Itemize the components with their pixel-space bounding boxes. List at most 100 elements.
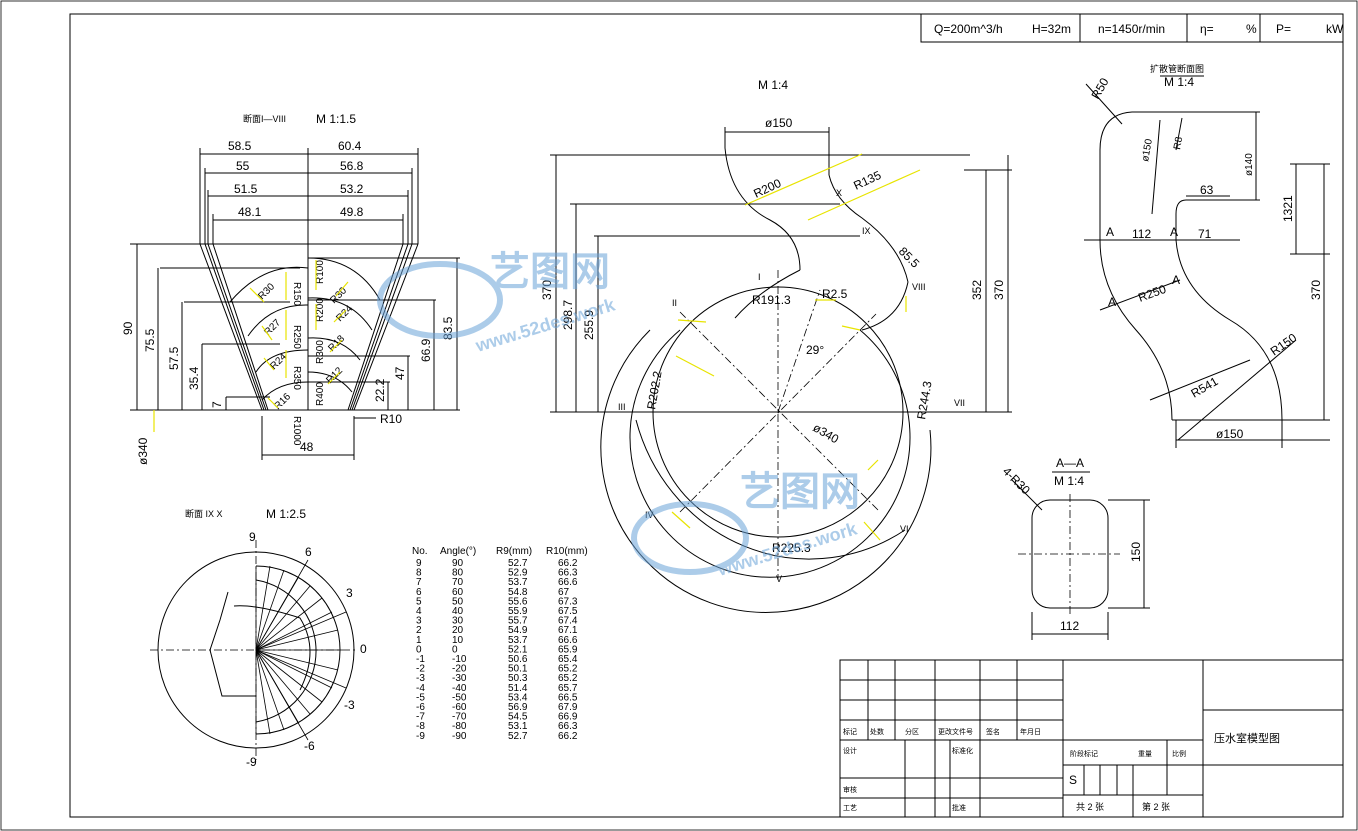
table-cell-0-3: 66.2 xyxy=(558,558,578,569)
table-cell-5-1: 40 xyxy=(452,606,464,617)
table-cell-15-2: 56.9 xyxy=(508,702,528,713)
tb-design: 设计 xyxy=(843,746,857,755)
tb-sign: 签名 xyxy=(986,727,1000,736)
dim-22-2: 22.2 xyxy=(373,378,387,402)
table-cell-12-1: -30 xyxy=(452,673,467,684)
tb-standard: 标准化 xyxy=(952,746,973,755)
tb-sheets-total: 共 2 张 xyxy=(1076,802,1104,812)
radius-r1000: R1000 xyxy=(291,416,302,446)
main-view-scale: M 1:4 xyxy=(758,78,788,92)
table-cell-14-3: 66.5 xyxy=(558,692,578,703)
table-cell-8-2: 53.7 xyxy=(508,635,528,646)
aa-section-view: A—A M 1:4 4-R30 150 112 xyxy=(1000,456,1150,640)
table-cell-0-1: 90 xyxy=(452,558,464,569)
dim-75-5: 75.5 xyxy=(143,328,157,352)
table-cell-1-0: 8 xyxy=(416,568,422,579)
dim-57-5: 57.5 xyxy=(167,346,181,370)
radius-r250: R250 xyxy=(291,325,302,349)
header-flow: Q=200m^3/h xyxy=(934,22,1003,36)
radius-r150: R150 xyxy=(291,282,302,306)
table-header-1: Angle(°) xyxy=(440,546,476,557)
radius-r244-3: R244.3 xyxy=(914,380,935,421)
aa-150: 150 xyxy=(1129,542,1143,562)
table-cell-13-3: 65.7 xyxy=(558,683,578,694)
table-cell-10-0: -1 xyxy=(416,654,425,665)
table-cell-15-1: -60 xyxy=(452,702,467,713)
polar-label-9: 9 xyxy=(249,530,256,544)
title-block: 标记 处数 分区 更改文件号 签名 年月日 设计 标准化 审核 工艺 批准 阶段… xyxy=(839,659,1344,818)
section-view-scale: M 1:1.5 xyxy=(316,112,356,126)
watermark-logo-icon xyxy=(377,261,503,339)
table-cell-17-3: 66.3 xyxy=(558,721,578,732)
dim-51-5: 51.5 xyxy=(234,182,258,196)
diffuser-1321: 1321 xyxy=(1281,195,1295,222)
aa-title: A—A xyxy=(1056,456,1084,470)
table-cell-2-3: 66.6 xyxy=(558,577,578,588)
table-cell-18-3: 66.2 xyxy=(558,731,578,742)
dim-85-5: 85.5 xyxy=(896,244,923,271)
roman-x: X xyxy=(836,188,842,198)
table-cell-17-1: -80 xyxy=(452,721,467,732)
dim-60-4: 60.4 xyxy=(338,139,362,153)
table-cell-15-0: -6 xyxy=(416,702,425,713)
diffuser-a-1: A xyxy=(1106,225,1114,239)
polar-label-6: 6 xyxy=(305,545,312,559)
radius-r200: R200 xyxy=(315,298,326,322)
radius-r202-2: R202.2 xyxy=(644,370,665,411)
table-cell-9-0: 0 xyxy=(416,644,422,655)
header-speed: n=1450r/min xyxy=(1098,22,1165,36)
table-cell-6-2: 55.7 xyxy=(508,616,528,627)
header-kw: kW xyxy=(1326,22,1344,36)
radius-r400: R400 xyxy=(315,382,326,406)
dim-90: 90 xyxy=(121,321,135,335)
polar-label-3: 3 xyxy=(346,586,353,600)
radius-r18: R18 xyxy=(326,333,347,354)
radius-r191-3: R191.3 xyxy=(752,293,791,307)
inner-frame xyxy=(69,13,1344,818)
tb-date: 年月日 xyxy=(1020,727,1041,736)
table-cell-9-1: 0 xyxy=(452,644,458,655)
dim-7: 7 xyxy=(210,401,224,408)
diffuser-dia140: ø140 xyxy=(1244,153,1255,176)
tb-s: S xyxy=(1069,773,1077,787)
radius-r200-main: R200 xyxy=(751,176,783,201)
table-cell-11-3: 65.2 xyxy=(558,664,578,675)
diffuser-dia150: ø150 xyxy=(1140,138,1155,163)
dim-dia150-outlet: ø150 xyxy=(765,116,793,130)
table-cell-15-3: 67.9 xyxy=(558,702,578,713)
table-cell-1-3: 66.3 xyxy=(558,568,578,579)
dim-49-8: 49.8 xyxy=(340,205,364,219)
table-cell-14-0: -5 xyxy=(416,692,425,703)
dim-370-left: 370 xyxy=(540,280,554,300)
dim-dia340-main: ø340 xyxy=(811,420,842,446)
dim-55: 55 xyxy=(236,159,250,173)
table-header-2: R9(mm) xyxy=(496,546,532,557)
diffuser-r8: R8 xyxy=(1172,136,1185,151)
table-cell-6-0: 3 xyxy=(416,616,422,627)
table-cell-13-0: -4 xyxy=(416,683,425,694)
diffuser-r50: R50 xyxy=(1088,75,1111,101)
table-cell-8-0: 1 xyxy=(416,635,422,646)
table-cell-5-2: 55.9 xyxy=(508,606,528,617)
table-cell-3-0: 6 xyxy=(416,587,422,598)
dim-47: 47 xyxy=(393,366,407,380)
table-cell-14-1: -50 xyxy=(452,692,467,703)
roman-vii: VII xyxy=(954,398,965,408)
table-cell-18-1: -90 xyxy=(452,731,467,742)
watermark-brand-1: 艺图网 xyxy=(490,250,610,294)
dim-58-5: 58.5 xyxy=(228,139,252,153)
tb-count: 处数 xyxy=(870,727,884,736)
table-cell-10-3: 65.4 xyxy=(558,654,578,665)
dim-66-9: 66.9 xyxy=(419,338,433,362)
polar-view: 断面 IX X M 1:2.5 xyxy=(150,507,367,769)
aa-scale: M 1:4 xyxy=(1054,474,1084,488)
table-cell-8-3: 66.6 xyxy=(558,635,578,646)
radius-r350: R350 xyxy=(291,366,302,390)
tb-approve: 批准 xyxy=(952,803,966,812)
section-view: 断面I—VIII M 1:1.5 58.5 55 51.5 48.1 60.4 … xyxy=(121,112,460,465)
tb-mark: 标记 xyxy=(843,727,857,736)
table-cell-3-3: 67 xyxy=(558,587,570,598)
table-cell-10-2: 50.6 xyxy=(508,654,528,665)
